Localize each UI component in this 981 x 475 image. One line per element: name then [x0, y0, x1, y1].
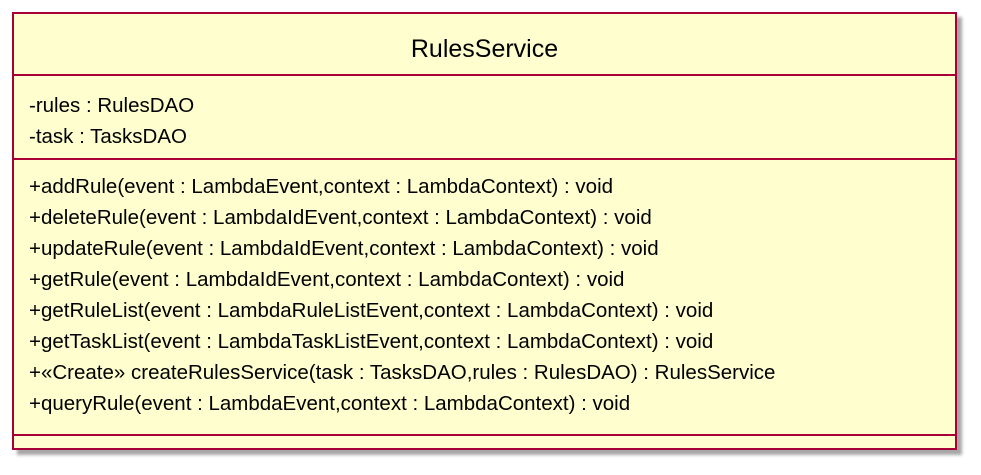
attributes-divider — [14, 158, 955, 160]
attribute-rules: -rules : RulesDAO — [29, 94, 195, 117]
operations-divider — [14, 434, 955, 436]
attributes-section: -rules : RulesDAO -task : TasksDAO — [29, 90, 947, 152]
operation-get-rule: +getRule(event : LambdaIdEvent,context :… — [29, 268, 625, 291]
attribute-task: -task : TasksDAO — [29, 125, 187, 148]
operations-section: +addRule(event : LambdaEvent,context : L… — [29, 171, 947, 419]
uml-class-box: RulesService -rules : RulesDAO -task : T… — [12, 12, 957, 450]
operation-update-rule: +updateRule(event : LambdaIdEvent,contex… — [29, 237, 659, 260]
operation-delete-rule: +deleteRule(event : LambdaIdEvent,contex… — [29, 206, 652, 229]
operation-get-task-list: +getTaskList(event : LambdaTaskListEvent… — [29, 330, 714, 353]
operation-get-rule-list: +getRuleList(event : LambdaRuleListEvent… — [29, 299, 714, 322]
operation-create-rules-service: +«Create» createRulesService(task : Task… — [29, 361, 776, 384]
operation-query-rule: +queryRule(event : LambdaEvent,context :… — [29, 392, 631, 415]
class-name: RulesService — [410, 35, 559, 63]
name-divider — [14, 74, 955, 76]
operation-add-rule: +addRule(event : LambdaEvent,context : L… — [29, 175, 614, 198]
